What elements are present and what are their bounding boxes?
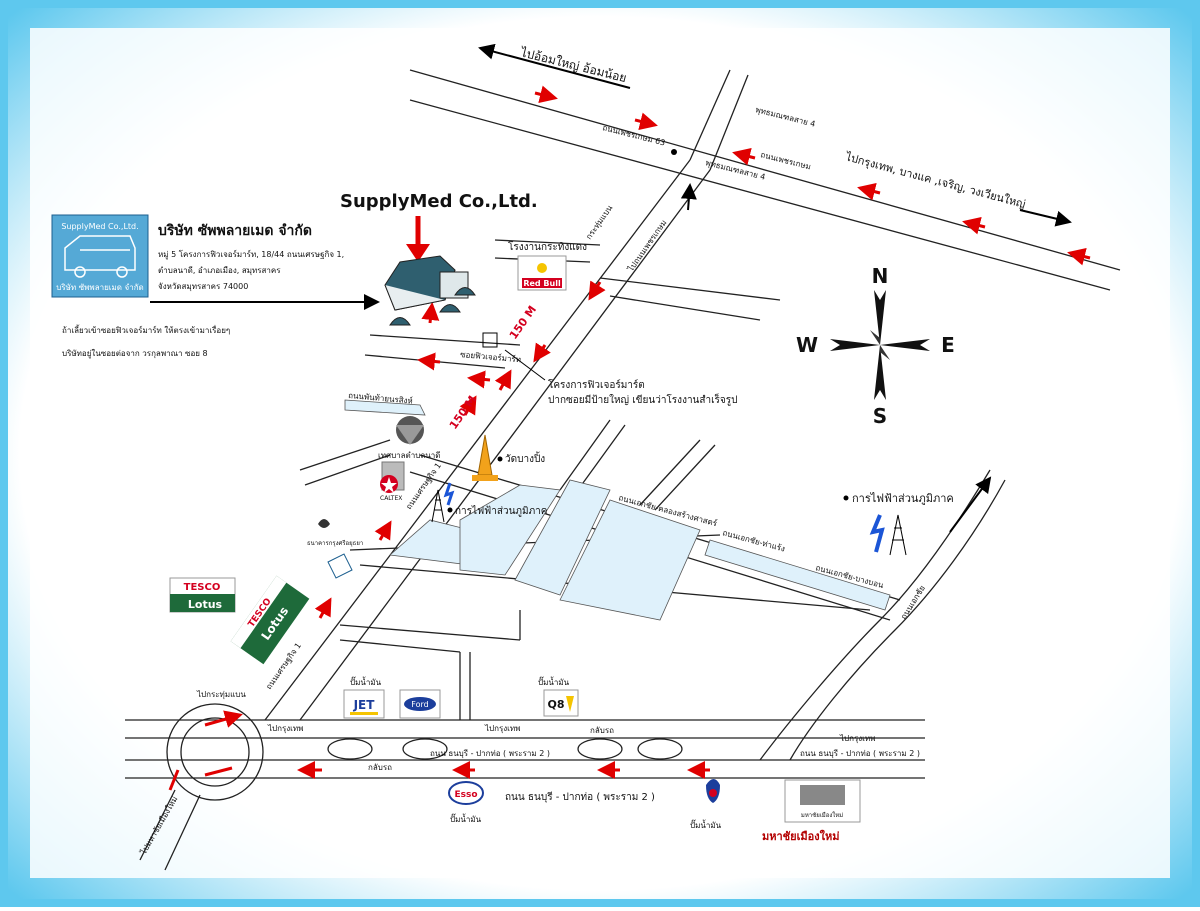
svg-text:TESCO: TESCO [184,582,221,593]
svg-text:Ford: Ford [411,700,428,709]
u-turn-label-1: กลับรถ [590,726,614,735]
road-label-rama2-a: ถนน ธนบุรี - ปากท่อ ( พระราม 2 ) [430,749,550,758]
garuda-emblem-icon [396,416,424,445]
road-label-to-bkk-3: ไปกรุงเทพ [839,734,875,743]
lightning-icon-2 [869,514,885,553]
black-direction-arrows [478,43,1072,533]
van-icon [64,235,136,278]
future-mart-sign-icon [482,332,498,348]
road-label-rama2-main: ถนน ธนบุรี - ปากท่อ ( พระราม 2 ) [505,791,655,803]
bank-logo-icon [318,519,330,528]
future-mart-sign-note: ปากซอยมีป้ายใหญ่ เขียนว่าโรงงานสำเร็จรูป [548,392,737,406]
road-label-to-kratumbaen: ไปกระทุ่มแบน [196,690,246,699]
tesco-lotus-logo: TESCO Lotus [169,577,236,613]
compass-n: N [872,264,889,288]
wat-label: วัดบางปิ้ง [505,451,545,465]
gas-label-4: ปั๊มน้ำมัน [690,819,722,830]
address-line-2: ตำบลนาดี, อำเภอเมือง, สมุทรสาคร [158,266,281,275]
pea-label-1: การไฟฟ้าส่วนภูมิภาค [455,505,547,517]
jet-logo-icon: JET [343,689,385,719]
compass-s: S [873,404,887,428]
logo-caption: บริษัท ซัพพลายเมด จำกัด [56,283,144,292]
red-direction-arrows [204,85,1091,779]
company-building-icon [384,255,476,326]
logo-text: SupplyMed Co.,Ltd. [61,222,138,231]
power-tower-icon [431,489,445,523]
svg-text:Q8: Q8 [547,698,564,711]
bank-label: ธนาคารกรุงศรีอยุธยา [307,539,363,547]
future-mart-label: โครงการฟิวเจอร์มาร์ต [548,378,645,391]
directions-note-2: บริษัทอยู่ในซอยต่อจาก วรกุลพาณา ซอย 8 [62,349,208,359]
temple-icon [472,434,498,481]
road-label-to-bkk-2: ไปกรุงเทพ [484,724,520,733]
directions-note-1: ถ้าเลี้ยวเข้าซอยฟิวเจอร์มาร์ท ให้ตรงเข้า… [62,324,230,335]
mall-label: มหาชัยเมืองใหม่ [762,829,839,843]
tesco-lotus-store-icon: TESCO Lotus [230,575,310,665]
compass-icon: N S W E [796,264,955,428]
compass-w: W [796,333,818,357]
u-turn-label-2: กลับรถ [368,763,392,772]
bank-diamond-icon [327,553,353,579]
power-tower-icon-2 [889,514,907,556]
redbull-factory-label: โรงงานกระทิงแดง [508,240,587,253]
address-line-3: จังหวัดสมุทรสาคร 74000 [158,282,248,291]
svg-text:JET: JET [353,698,376,712]
caltex-logo-icon [380,475,398,493]
brand-title: SupplyMed Co.,Ltd. [340,191,538,212]
q8-logo-icon: Q8 [543,689,579,717]
esso-logo-icon: Esso [448,781,484,805]
mall-building-icon: มหาชัยเมืองใหม่ [784,779,861,823]
compass-e: E [941,333,955,357]
lightning-icon [443,482,455,506]
canals [344,399,891,621]
municipality-label: เทศบาลตำบลนาดี [378,451,440,460]
ptt-logo-icon [706,779,720,803]
svg-text:Esso: Esso [454,790,477,800]
redbull-logo-icon: Red Bull [517,255,567,291]
company-logo-box: SupplyMed Co.,Ltd. บริษัท ซัพพลายเมด จำก… [51,214,149,298]
road-label-rama2-b: ถนน ธนบุรี - ปากท่อ ( พระราม 2 ) [800,749,920,758]
gas-label-1: ปั๊มน้ำมัน [350,676,382,687]
gas-label-3: ปั๊มน้ำมัน [450,813,482,824]
pea-label-2: การไฟฟ้าส่วนภูมิภาค [852,492,954,505]
company-name: บริษัท ซัพพลายเมด จำกัด [158,223,312,239]
address-line-1: หมู่ 5 โครงการฟิวเจอร์มาร์ท, 18/44 ถนนเศ… [158,249,344,260]
svg-text:มหาชัยเมืองใหม่: มหาชัยเมืองใหม่ [801,811,843,819]
future-mart-pointer [504,349,546,381]
gas-label-2: ปั๊มน้ำมัน [538,676,570,687]
svg-text:Red Bull: Red Bull [523,279,561,288]
ford-logo-icon: Ford [399,689,441,719]
caltex-label: CALTEX [380,495,402,502]
road-label-to-bkk-1: ไปกรุงเทพ [267,724,303,733]
svg-text:Lotus: Lotus [188,598,223,611]
